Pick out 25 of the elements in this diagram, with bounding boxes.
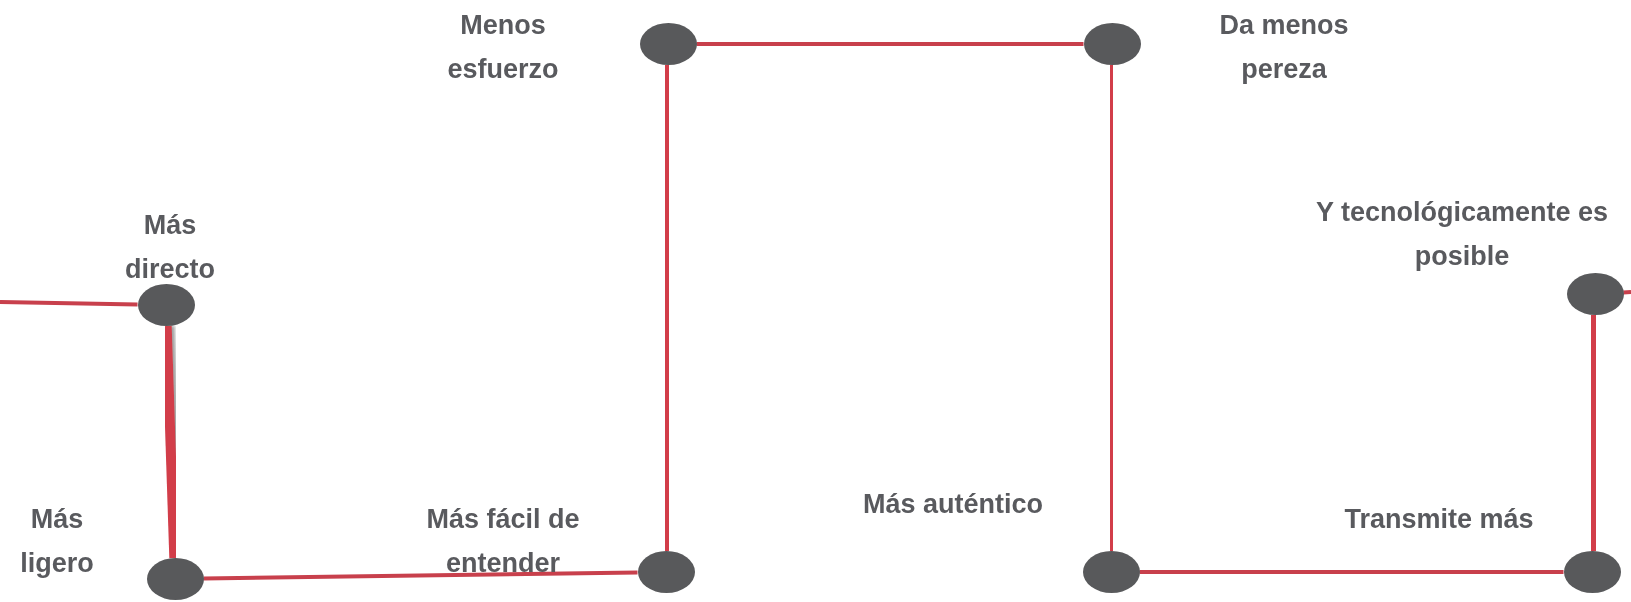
connector-line (661, 65, 673, 551)
connector-dot (639, 23, 697, 65)
connector-line (203, 570, 638, 581)
connector-line (1139, 570, 1564, 574)
step-caption: Y tecnológicamente es posible (1314, 196, 1610, 273)
connector-dot (637, 551, 695, 593)
connector-line (696, 42, 1084, 46)
connector-dot (1083, 23, 1141, 65)
connector-line (0, 300, 138, 307)
connector-dot (1566, 273, 1624, 315)
step-caption: Más ligero (19, 503, 95, 580)
step-caption: Da menos pereza (1218, 9, 1350, 86)
connector-dot (146, 558, 204, 600)
connector-line (1106, 65, 1117, 551)
connector-line (1587, 314, 1600, 552)
step-caption: Más auténtico (861, 488, 1044, 521)
connector-line (161, 325, 180, 559)
connector-dot (137, 284, 195, 326)
connector-dot (1563, 551, 1621, 593)
connector-line (1623, 290, 1631, 295)
step-caption: Transmite más (1343, 503, 1535, 536)
step-caption: Más directo (124, 209, 216, 286)
step-caption: Menos esfuerzo (446, 9, 560, 86)
step-caption: Más fácil de entender (425, 503, 581, 580)
connector-dot (1082, 551, 1140, 593)
